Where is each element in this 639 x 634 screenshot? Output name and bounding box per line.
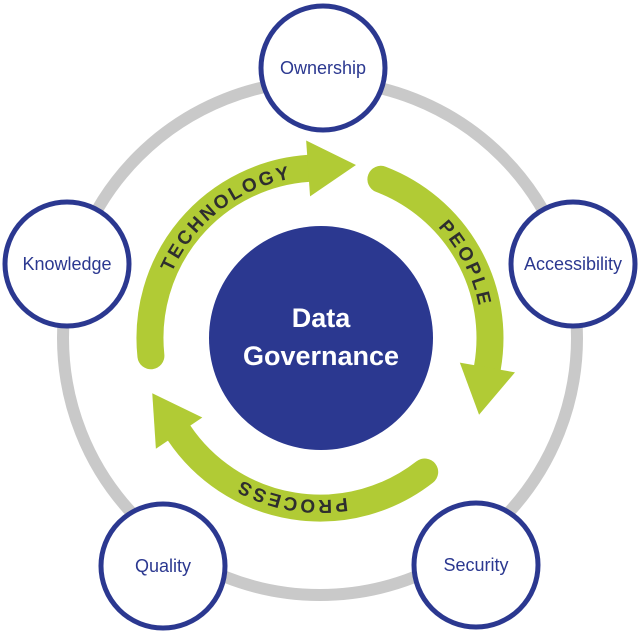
- accessibility-circle: [508, 199, 638, 329]
- center-hub: Data Governance: [209, 226, 433, 450]
- quality-circle: [98, 501, 228, 631]
- security-circle: [411, 500, 541, 630]
- ownership-label: Ownership: [280, 58, 366, 78]
- technology-arc: [136, 154, 322, 370]
- accessibility-label: Accessibility: [524, 254, 622, 274]
- node-knowledge: Knowledge: [2, 199, 132, 329]
- process-arc: [165, 419, 439, 522]
- center-label-line2: Governance: [243, 341, 399, 371]
- node-quality: Quality: [98, 501, 228, 631]
- people-arrowhead-icon: [459, 362, 515, 415]
- node-ownership: Ownership: [258, 3, 388, 133]
- process-label: PROCESS: [233, 475, 349, 517]
- node-security: Security: [411, 500, 541, 630]
- knowledge-label: Knowledge: [22, 254, 111, 274]
- quality-label: Quality: [135, 556, 191, 576]
- node-accessibility: Accessibility: [508, 199, 638, 329]
- center-label-line1: Data: [292, 303, 352, 333]
- process-arrowhead-icon: [152, 393, 203, 449]
- ownership-circle: [258, 3, 388, 133]
- center-circle: [209, 226, 433, 450]
- people-arc: [367, 165, 504, 381]
- technology-arrowhead-icon: [306, 140, 356, 197]
- arrow-process: PROCESS: [152, 393, 439, 522]
- security-label: Security: [443, 555, 508, 575]
- knowledge-circle: [2, 199, 132, 329]
